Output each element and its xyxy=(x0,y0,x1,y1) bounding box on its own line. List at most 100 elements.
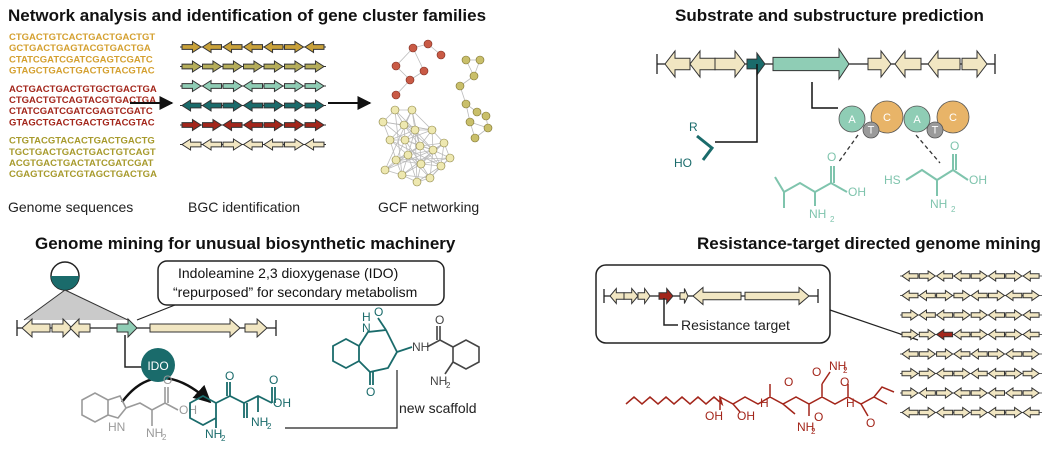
substrate-molecule: R HO xyxy=(674,120,715,170)
pep-nh2a-sub: 2 xyxy=(811,427,816,436)
link-resistance-gene xyxy=(663,298,678,326)
genome-circle-icon xyxy=(50,261,80,291)
bgc-gene xyxy=(304,40,325,54)
genome-sequences: CTGACTGTCACTGACTGACTGTGCTGACTGAGTACGTGAC… xyxy=(9,32,157,180)
gene-p2 xyxy=(689,49,716,79)
label-genome-sequences: Genome sequences xyxy=(8,199,133,215)
gene-p2 xyxy=(927,49,961,79)
gene-row xyxy=(1022,270,1040,282)
network-node xyxy=(391,61,401,71)
pep-o3: O xyxy=(840,375,849,389)
pep-o5: O xyxy=(866,416,875,430)
gene-row xyxy=(935,270,954,282)
gene-p2-highlight xyxy=(746,51,766,77)
domain-t-label: T xyxy=(932,125,939,137)
gene-p4 xyxy=(744,286,810,306)
bgc-gene xyxy=(242,99,263,112)
gene-row xyxy=(987,328,1005,341)
bgc-gene xyxy=(201,99,222,112)
kyn-oh: OH xyxy=(273,396,291,410)
bgc-gene xyxy=(263,60,284,73)
network-node xyxy=(419,66,429,76)
scaf-o2: O xyxy=(435,313,444,327)
gene-row xyxy=(918,328,937,341)
gene-p2 xyxy=(894,49,922,79)
gene-p4 xyxy=(623,287,639,305)
gene-row xyxy=(901,309,919,321)
bgc-gene xyxy=(222,79,243,93)
gene-row xyxy=(918,348,937,360)
panel4-title: Resistance-target directed genome mining xyxy=(697,234,1041,253)
gcf-network xyxy=(378,39,493,187)
gene-row xyxy=(1004,387,1023,399)
bgc-gene xyxy=(263,138,284,151)
gene-row xyxy=(1022,289,1040,302)
gene-cluster-p2 xyxy=(656,47,996,81)
panel-network-analysis: Network analysis and identification of g… xyxy=(8,6,493,215)
atom-r: R xyxy=(689,120,698,134)
network-node xyxy=(470,133,480,143)
network-node xyxy=(423,39,433,49)
ido-callout-box xyxy=(157,260,445,306)
gene-row xyxy=(1005,270,1023,282)
network-node xyxy=(461,55,471,65)
gene-p4 xyxy=(609,287,625,305)
gene-p4 xyxy=(692,286,742,306)
gene-row xyxy=(953,289,971,302)
gene-row xyxy=(988,348,1006,360)
gene-row xyxy=(936,348,954,360)
pep-h1: H xyxy=(760,396,769,410)
network-node xyxy=(472,107,482,117)
domain-label: C xyxy=(949,112,957,124)
network-node xyxy=(412,177,422,187)
network-node xyxy=(465,117,475,127)
gene-row xyxy=(1005,406,1023,419)
network-node xyxy=(439,138,449,148)
cys-hs: HS xyxy=(884,173,901,187)
bgc-gene xyxy=(181,40,202,54)
gene-row-resistance xyxy=(935,328,954,341)
label-gcf-networking: GCF networking xyxy=(378,199,479,215)
scaf-nh: NH xyxy=(412,340,429,354)
bgc-gene xyxy=(201,40,222,54)
bgc-gene xyxy=(242,40,263,54)
network-node xyxy=(436,161,446,171)
bgc-gene xyxy=(263,118,284,132)
gene-row xyxy=(1022,387,1040,399)
gene-row xyxy=(918,270,937,282)
sequence-line: ACTGACTGACTGTGCTGACTGA xyxy=(9,84,157,95)
gene-row xyxy=(1022,406,1040,419)
gene-row xyxy=(935,309,954,321)
pep-o2: O xyxy=(812,365,821,379)
network-node xyxy=(410,125,420,135)
network-node xyxy=(408,43,418,53)
bgc-gene xyxy=(222,99,243,112)
network-node xyxy=(425,173,435,183)
bgc-gene xyxy=(242,79,263,93)
network-node xyxy=(385,135,395,145)
network-node xyxy=(416,159,426,169)
network-node xyxy=(445,153,455,163)
gene-cluster-p3 xyxy=(16,317,277,339)
gene-row xyxy=(970,387,989,399)
trp-o: O xyxy=(163,373,172,387)
gene-row xyxy=(970,367,988,380)
gene-row xyxy=(1005,328,1023,341)
domain-label: C xyxy=(883,112,891,124)
kyn-nh-a: NH xyxy=(205,427,222,441)
network-node xyxy=(400,135,410,145)
bgc-gene xyxy=(202,118,223,132)
bgc-gene xyxy=(284,138,305,151)
bgc-gene xyxy=(243,60,264,73)
amino-acid-cysteine: HS OH O NH 2 xyxy=(884,139,987,214)
gene-p2 xyxy=(867,49,892,79)
bgc-gene xyxy=(284,118,305,132)
bond-substrate xyxy=(696,134,715,161)
bgc-gene xyxy=(202,60,223,73)
bgc-gene xyxy=(263,40,284,54)
cys-nh-sub: 2 xyxy=(951,205,956,214)
gene-row xyxy=(1004,348,1023,360)
label-bgc-identification: BGC identification xyxy=(188,199,300,215)
gene-row xyxy=(936,289,954,302)
gene-row xyxy=(988,289,1006,302)
